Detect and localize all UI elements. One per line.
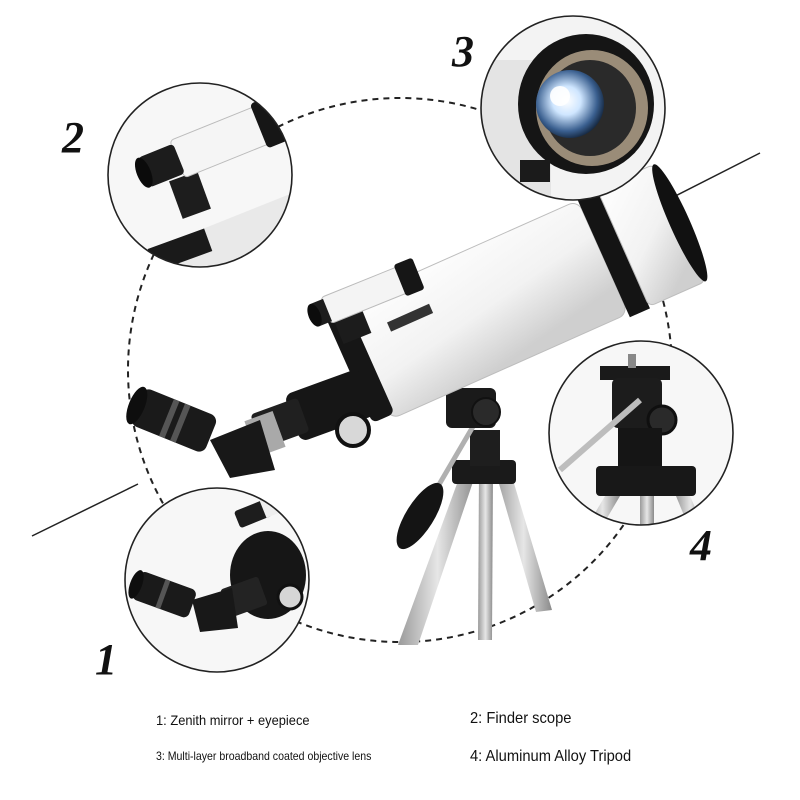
finder-scope [307, 258, 424, 345]
callout-finder-scope [107, 82, 293, 268]
callout-zenith-mirror [124, 487, 310, 673]
callout-number-1: 1 [95, 635, 117, 684]
focuser-assembly [126, 370, 374, 478]
legend-item-zenith-mirror: 1: Zenith mirror + eyepiece [156, 712, 310, 728]
callout-tripod-head [548, 340, 734, 526]
tripod [396, 388, 552, 645]
callout-number-4: 4 [690, 521, 712, 570]
legend-item-objective-lens: 3: Multi-layer broadband coated objectiv… [156, 749, 372, 763]
callout-objective-lens [480, 15, 666, 201]
callout-number-2: 2 [62, 113, 84, 162]
legend-item-tripod: 4: Aluminum Alloy Tripod [470, 748, 632, 765]
callout-number-3: 3 [452, 27, 474, 76]
guide-line-left [31, 483, 139, 537]
main-telescope [126, 164, 708, 645]
legend-item-finder-scope: 2: Finder scope [470, 710, 572, 727]
